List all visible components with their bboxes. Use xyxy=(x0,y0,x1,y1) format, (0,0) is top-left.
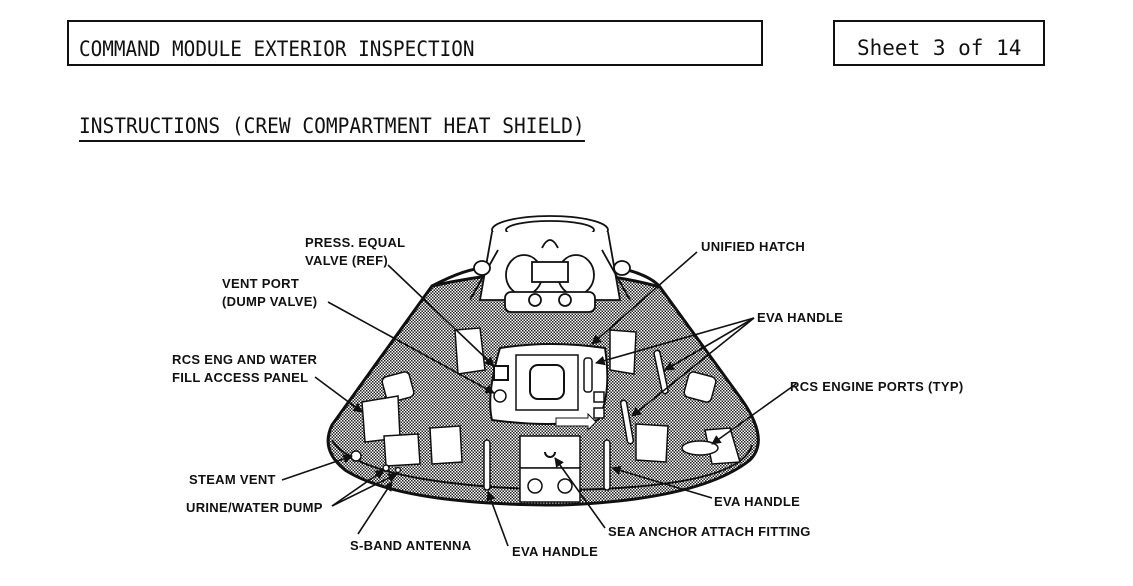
label-rcs-eng-water: RCS ENG AND WATER xyxy=(172,352,318,367)
eva-handles xyxy=(483,349,669,491)
label-eva-handle-right: EVA HANDLE xyxy=(714,494,800,509)
label-eva-handle-top: EVA HANDLE xyxy=(757,310,843,325)
sheet-number: Sheet 3 of 14 xyxy=(857,36,1022,60)
sheet-number-box: Sheet 3 of 14 xyxy=(833,20,1045,66)
press-equal-valve-icon xyxy=(493,365,509,381)
label-fill-access-panel: FILL ACCESS PANEL xyxy=(172,370,308,385)
access-panels xyxy=(350,327,741,503)
leader-lines xyxy=(281,251,797,547)
unified-hatch xyxy=(489,343,609,432)
docking-tunnel xyxy=(469,215,631,313)
eva-handle-icon xyxy=(603,439,611,491)
label-press-equal-valve-ref: VALVE (REF) xyxy=(305,253,388,268)
label-dump-valve: (DUMP VALVE) xyxy=(222,294,317,309)
document-title: COMMAND MODULE EXTERIOR INSPECTION xyxy=(79,37,475,61)
label-press-equal-valve: PRESS. EQUAL xyxy=(305,235,405,250)
eva-handle-icon xyxy=(653,349,669,395)
eva-handle-icon xyxy=(483,439,491,491)
vent-port-icon xyxy=(493,389,507,403)
label-urine-water-dump: URINE/WATER DUMP xyxy=(186,500,323,515)
label-rcs-engine-ports: RCS ENGINE PORTS (TYP) xyxy=(790,379,963,394)
document-title-box: COMMAND MODULE EXTERIOR INSPECTION xyxy=(67,20,763,66)
section-title: INSTRUCTIONS (CREW COMPARTMENT HEAT SHIE… xyxy=(79,114,585,142)
eva-handle-icon xyxy=(619,399,635,445)
label-steam-vent: STEAM VENT xyxy=(189,472,276,487)
label-sea-anchor: SEA ANCHOR ATTACH FITTING xyxy=(608,524,811,539)
label-s-band-antenna: S-BAND ANTENNA xyxy=(350,538,472,553)
label-vent-port: VENT PORT xyxy=(222,276,299,291)
label-unified-hatch: UNIFIED HATCH xyxy=(701,239,805,254)
label-eva-handle-bottom: EVA HANDLE xyxy=(512,544,598,559)
